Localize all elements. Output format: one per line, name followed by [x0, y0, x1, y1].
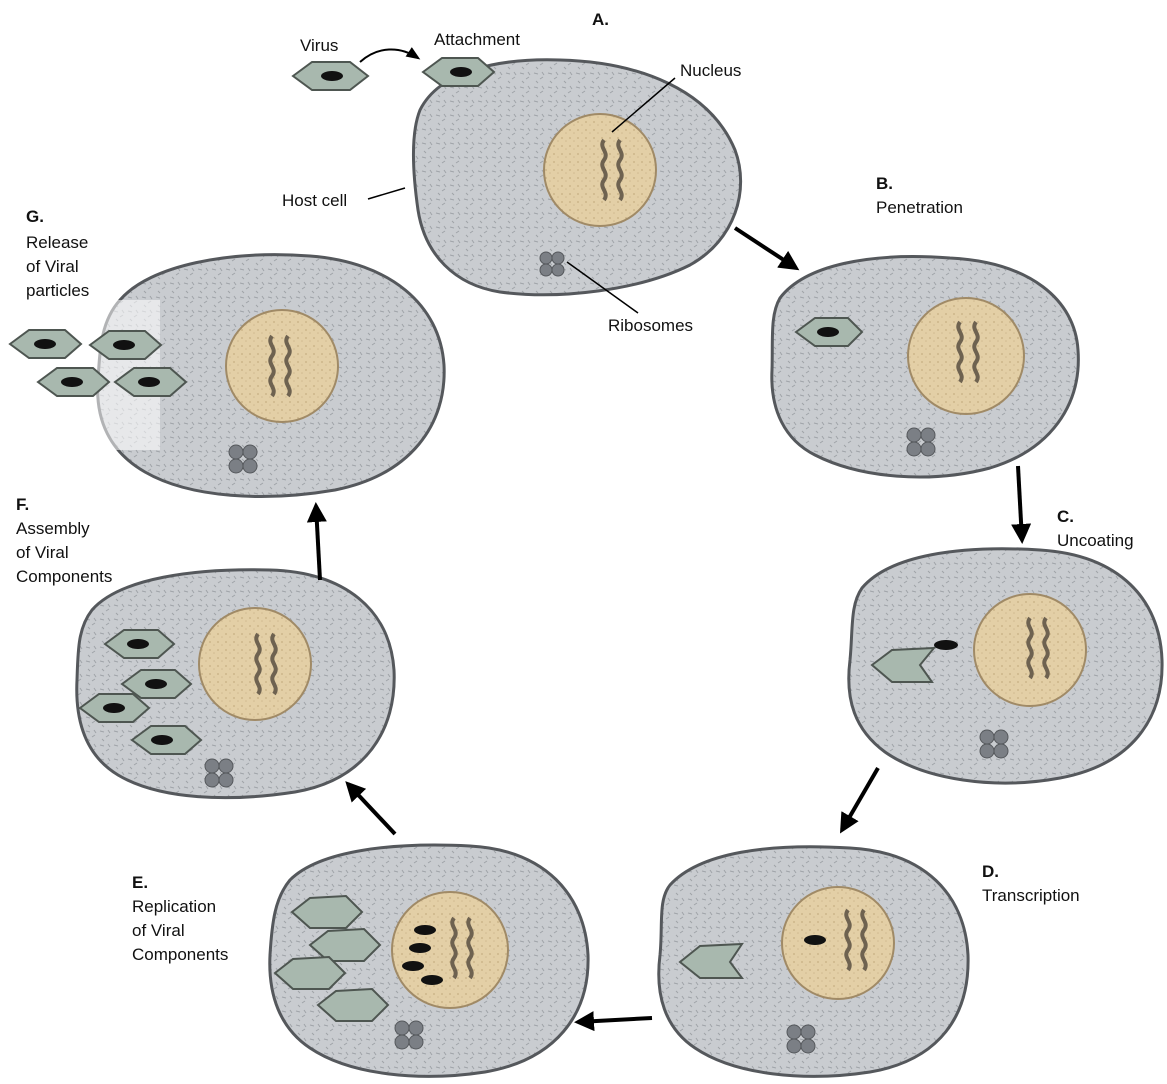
host-cell-label: Host cell	[282, 191, 347, 210]
arrow-d-to-e	[578, 1018, 652, 1022]
stage-d-line-1: Transcription	[982, 886, 1080, 905]
stage-g-line-1: Release	[26, 233, 88, 252]
stage-b-letter: B.	[876, 174, 893, 193]
stage-e-line-1: Replication	[132, 897, 216, 916]
stage-f-letter: F.	[16, 495, 29, 514]
stage-c-line-1: Uncoating	[1057, 531, 1134, 550]
arrow-a-to-b	[735, 228, 796, 268]
cell-d	[659, 847, 968, 1077]
nucleus	[544, 114, 656, 226]
stage-g-line-3: particles	[26, 281, 89, 300]
cell-b	[772, 257, 1079, 477]
arrow-b-to-c	[1018, 466, 1022, 540]
stage-e-line-3: Components	[132, 945, 228, 964]
attachment-label: Attachment	[434, 30, 520, 49]
stage-b-line-1: Penetration	[876, 198, 963, 217]
cell-a	[413, 60, 740, 295]
stage-c-letter: C.	[1057, 507, 1074, 526]
arrow-c-to-d	[842, 768, 878, 830]
stage-g-line-2: of Viral	[26, 257, 79, 276]
virus-label: Virus	[300, 36, 338, 55]
ribosomes-label: Ribosomes	[608, 316, 693, 335]
stage-f-line-2: of Viral	[16, 543, 69, 562]
nucleus-label: Nucleus	[680, 61, 741, 80]
cell-f	[77, 570, 394, 798]
stage-g-letter: G.	[26, 207, 44, 226]
virus-attached	[423, 58, 494, 86]
stage-e-letter: E.	[132, 873, 148, 892]
cell-e	[270, 845, 588, 1076]
stage-f-line-3: Components	[16, 567, 112, 586]
arrow-e-to-f	[348, 784, 395, 834]
stage-e-line-2: of Viral	[132, 921, 185, 940]
stage-a-letter: A.	[592, 10, 609, 29]
host-cell-leader	[368, 188, 405, 199]
curved-arrow	[360, 49, 418, 62]
stage-d-letter: D.	[982, 862, 999, 881]
arrow-f-to-g	[316, 506, 320, 580]
stage-f-line-1: Assembly	[16, 519, 90, 538]
virus-free	[293, 62, 368, 90]
cell-c	[849, 549, 1162, 783]
